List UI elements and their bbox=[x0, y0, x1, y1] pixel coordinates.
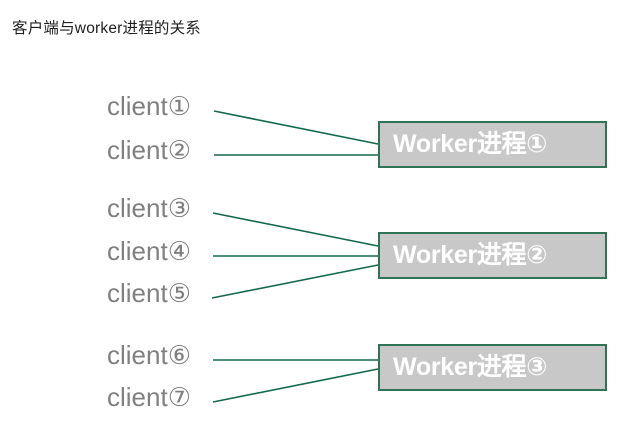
worker-process-label-2: Worker进程② bbox=[393, 241, 548, 269]
connector-line-client-3 bbox=[212, 212, 379, 247]
connector-line-client-7 bbox=[212, 368, 379, 403]
client-label-6: client⑥ bbox=[107, 340, 192, 370]
worker-process-box-2: Worker进程② bbox=[378, 232, 607, 279]
worker-process-box-3: Worker进程③ bbox=[378, 344, 607, 391]
worker-process-label-1: Worker进程① bbox=[393, 130, 548, 158]
page-title: 客户端与worker进程的关系 bbox=[12, 20, 202, 37]
connector-line-client-5 bbox=[211, 264, 379, 299]
connector-line-client-1 bbox=[213, 110, 379, 145]
client-label-4: client④ bbox=[107, 236, 192, 266]
client-label-2: client② bbox=[107, 135, 192, 165]
client-label-3: client③ bbox=[107, 193, 192, 223]
worker-process-label-3: Worker进程③ bbox=[393, 353, 548, 381]
worker-process-box-1: Worker进程① bbox=[378, 121, 607, 168]
client-label-5: client⑤ bbox=[107, 278, 192, 308]
client-label-1: client① bbox=[107, 91, 192, 121]
client-label-7: client⑦ bbox=[107, 382, 192, 412]
